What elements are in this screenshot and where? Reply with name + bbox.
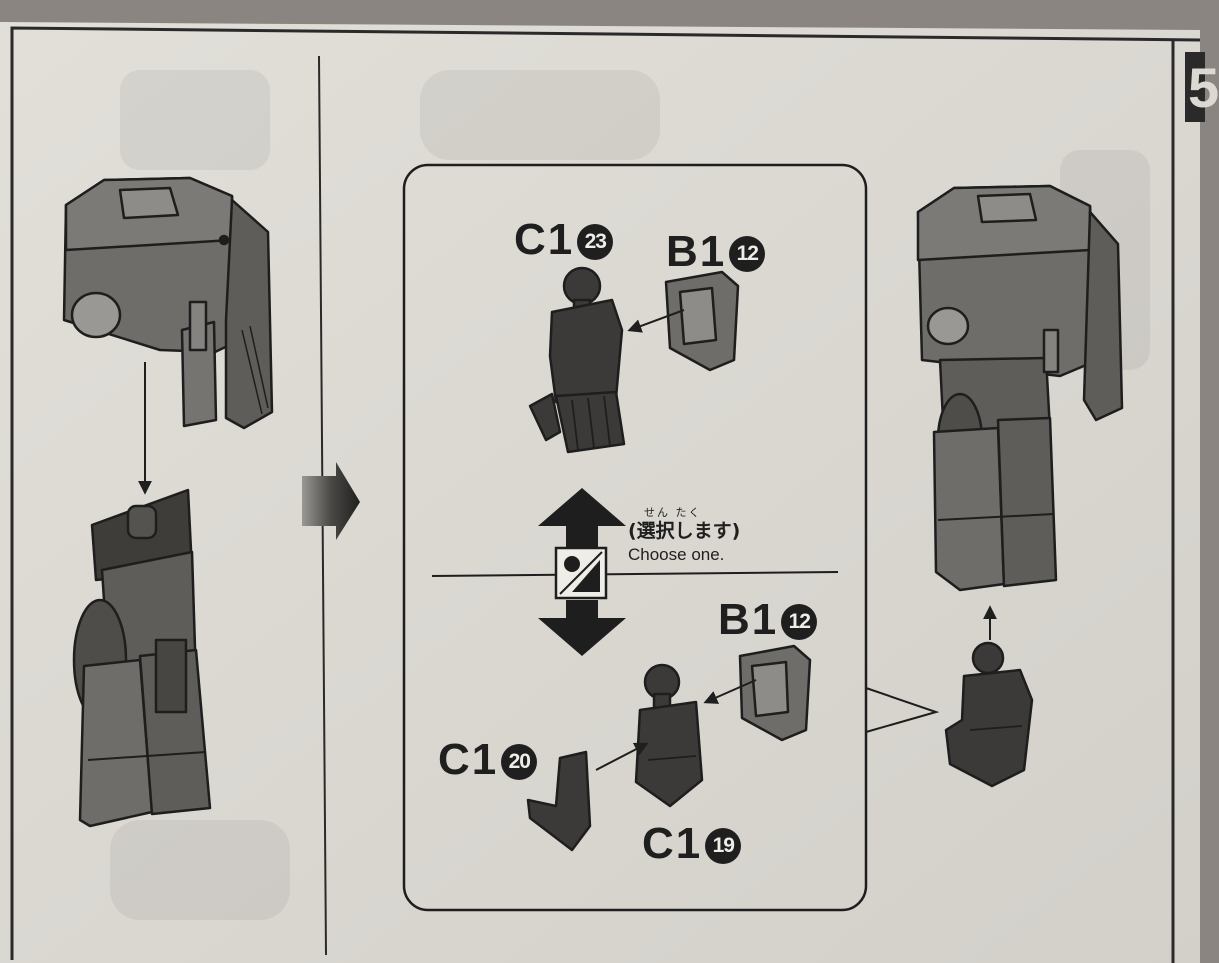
c1-20-part [526, 750, 592, 852]
part-code: C1 [514, 215, 575, 264]
double-arrow-icon [538, 488, 626, 656]
step-number: 5 [1188, 60, 1219, 116]
part-code: B1 [718, 595, 779, 644]
choose-one-instruction: せん たく (選択します) Choose one. [628, 506, 741, 565]
part-code: B1 [666, 227, 727, 276]
arrow-right-icon [302, 462, 360, 540]
step-number-badge [1185, 52, 1205, 122]
part-number-badge: 20 [501, 744, 538, 780]
closed-fist-part [634, 663, 704, 808]
assembled-arm-part [916, 184, 1124, 592]
part-number-badge: 19 [705, 828, 742, 864]
part-number-badge: 12 [729, 236, 766, 272]
assembly-arrow [703, 679, 757, 704]
part-number-badge: 12 [781, 604, 818, 640]
small-fist-part [944, 641, 1034, 788]
part-code: C1 [642, 819, 703, 868]
callout-tail [865, 687, 940, 733]
option-separator [431, 571, 839, 577]
b1-12-part-bottom [738, 644, 812, 742]
part-code: C1 [438, 735, 499, 784]
b1-12-part-top [664, 270, 740, 372]
assembly-arrow [627, 309, 685, 333]
open-hand-part [528, 266, 626, 454]
assembly-arrow [595, 742, 649, 771]
choose-english: Choose one. [628, 545, 725, 564]
paper-sheet [0, 22, 1200, 963]
furigana: せん たく [644, 506, 702, 519]
part-number-badge: 23 [577, 224, 614, 260]
page-frame [10, 26, 1201, 960]
choose-japanese: (選択します) [628, 520, 741, 542]
choose-one-icon [554, 546, 608, 600]
forearm-part [72, 488, 212, 828]
choose-one-panel [402, 163, 868, 912]
upper-arm-part [62, 176, 274, 430]
